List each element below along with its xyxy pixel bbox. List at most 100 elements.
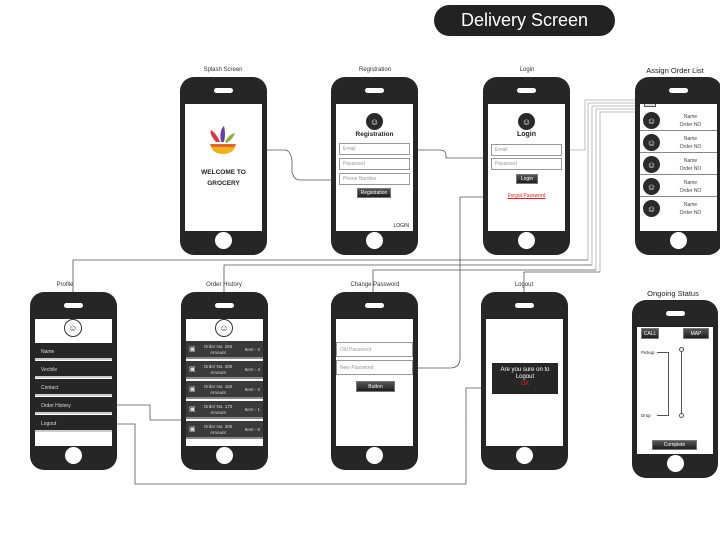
old-password-field[interactable]: Old Password <box>336 342 413 357</box>
phone-number-field[interactable]: Phone Number <box>339 173 410 185</box>
change-password-screen: Old Password New Password Button <box>336 319 413 446</box>
home-button[interactable] <box>516 447 533 464</box>
map-button[interactable]: MAP <box>683 328 709 339</box>
email-field[interactable]: Email <box>491 144 562 156</box>
ok-button[interactable]: OK <box>520 381 530 387</box>
profile-item-vehicle[interactable]: Vechile <box>35 361 112 378</box>
phone-change-password: Old Password New Password Button <box>331 292 418 470</box>
order-amount: Amount <box>210 410 226 415</box>
screen-label-registration: Registration <box>358 67 391 73</box>
connector-assign-orderhistory <box>223 264 592 292</box>
home-button[interactable] <box>216 447 233 464</box>
forgot-password-link[interactable]: Forgot Password <box>507 193 546 199</box>
screen-label-change-password: Change Password <box>350 282 400 288</box>
registration-button[interactable]: Registration <box>357 188 391 198</box>
profile-item-order-history[interactable]: Order History <box>35 397 112 414</box>
speaker <box>669 88 688 93</box>
registration-screen: ☺ Registration Email Password Phone Numb… <box>336 104 413 231</box>
order-icon: ▣ <box>189 346 196 353</box>
home-button[interactable] <box>670 232 687 249</box>
user-avatar-icon: ☺ <box>518 113 535 130</box>
profile-screen: ☺ Name Vechile Contact Order History Log… <box>35 319 112 446</box>
screen-label-logout: Logout <box>514 282 534 288</box>
order-items: Item - 5 <box>244 427 260 432</box>
speaker <box>64 303 83 308</box>
complete-button[interactable]: Complete <box>652 440 697 450</box>
profile-avatar-icon: ☺ <box>215 319 233 337</box>
login-link[interactable]: LOGIN <box>393 223 409 229</box>
connector-assign-profile <box>72 259 588 292</box>
order-amount: Amount <box>210 390 226 395</box>
phone-profile: ☺ Name Vechile Contact Order History Log… <box>30 292 117 470</box>
profile-item-contact[interactable]: Contact <box>35 379 112 396</box>
login-screen: ☺ Login Email Password Login Forgot Pass… <box>488 104 565 231</box>
grocery-text: GROCERY <box>207 180 240 187</box>
progress-track <box>681 348 682 418</box>
item-name: Name <box>683 202 698 208</box>
home-button[interactable] <box>366 447 383 464</box>
profile-item-name[interactable]: Name <box>35 343 112 360</box>
item-order: Order NO <box>679 166 702 172</box>
call-button[interactable]: CALL <box>641 328 659 339</box>
screen-label-ongoing-status: Ongoing Status <box>647 289 699 298</box>
email-field[interactable]: Email <box>339 143 410 155</box>
phone-splash: WELCOME TO GROCERY <box>180 77 267 255</box>
grocery-logo-icon <box>210 126 236 154</box>
item-order: Order NO <box>679 210 702 216</box>
home-button[interactable] <box>215 232 232 249</box>
drop-label: Drop <box>641 413 651 418</box>
profile-item-logout[interactable]: Logout <box>35 415 112 432</box>
home-button[interactable] <box>518 232 535 249</box>
order-number: Order No. 150 <box>203 384 233 389</box>
page-title: Delivery Screen <box>434 5 615 36</box>
order-items: Item - 4 <box>244 367 260 372</box>
order-icon: ▣ <box>189 366 196 373</box>
speaker <box>215 303 234 308</box>
submit-button[interactable]: Button <box>356 381 395 392</box>
user-avatar-icon: ☺ <box>643 134 660 151</box>
order-icon: ▣ <box>189 406 196 413</box>
home-button[interactable] <box>667 455 684 472</box>
order-number: Order No. 300 <box>203 424 233 429</box>
connector-login-assign <box>565 99 640 151</box>
order-icon: ▣ <box>189 426 196 433</box>
speaker <box>365 88 384 93</box>
speaker <box>666 311 685 316</box>
profile-avatar-icon: ☺ <box>64 319 82 337</box>
login-button[interactable]: Login <box>516 174 538 184</box>
password-field[interactable]: Password <box>491 158 562 170</box>
phone-logout: Are you sure on to Logout OK <box>481 292 568 470</box>
item-order: Order NO <box>679 122 702 128</box>
new-password-field[interactable]: New Password <box>336 360 413 375</box>
password-field[interactable]: Password <box>339 158 410 170</box>
order-number: Order No. 170 <box>203 404 233 409</box>
order-number: Order No. 250 <box>203 344 233 349</box>
order-amount: Amount <box>210 370 226 375</box>
home-button[interactable] <box>366 232 383 249</box>
home-button[interactable] <box>65 447 82 464</box>
drop-node <box>679 413 684 418</box>
phone-login: ☺ Login Email Password Login Forgot Pass… <box>483 77 570 255</box>
login-heading: Login <box>516 131 537 138</box>
connector-login-change <box>413 196 488 369</box>
order-items: Item - 2 <box>244 347 260 352</box>
order-amount: Amount <box>210 350 226 355</box>
menu-icon[interactable]: ≡ <box>644 104 656 107</box>
pickup-node <box>679 347 684 352</box>
user-avatar-icon: ☺ <box>643 178 660 195</box>
order-amount: Amount <box>210 430 226 435</box>
